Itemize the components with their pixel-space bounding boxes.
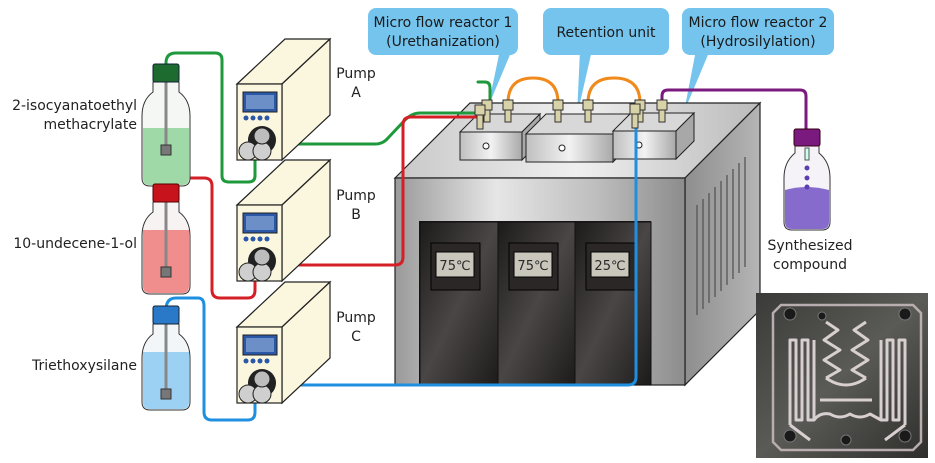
product-label-line1: Synthesized <box>767 238 852 254</box>
bottle-reagent-c <box>141 305 191 411</box>
bottle-product <box>783 128 831 231</box>
fittings <box>474 99 668 130</box>
cap <box>793 128 821 147</box>
reagent-b-label: 10-undecene-1-ol <box>13 236 137 252</box>
pump-a-label-line1: Pump <box>336 66 376 82</box>
temp-display <box>435 251 475 278</box>
temp-unit-3: 25℃ <box>574 221 652 386</box>
reagent-a-label-line1: 2-isocyanatoethyl <box>12 98 137 114</box>
callout-bubble <box>543 8 669 55</box>
transfer-tube-1 <box>506 76 560 105</box>
callout-pointer <box>577 50 592 116</box>
product-label-line2: compound <box>773 257 847 273</box>
callout-line2: (Urethanization) <box>386 34 500 50</box>
pump-c-label-line1: Pump <box>336 310 376 326</box>
bottle-reagent-a <box>141 63 191 187</box>
cap <box>152 183 180 203</box>
tube-green-outlet <box>273 111 480 146</box>
callout-bubble <box>368 8 518 55</box>
callout-reactor-1: Micro flow reactor 1 (Urethanization) <box>368 8 518 107</box>
reagent-c-label: Triethoxysilane <box>31 358 137 374</box>
tube-green-top <box>476 80 492 102</box>
pump-b-label-line1: Pump <box>336 188 376 204</box>
thermostatic-oven: 75℃ 75℃ 25℃ <box>393 101 762 387</box>
callout-pointer <box>684 50 710 112</box>
reagent-a-label-line2: methacrylate <box>43 117 137 133</box>
vent-grille <box>696 157 746 315</box>
callout-line1: Micro flow reactor 1 <box>374 15 513 31</box>
temp-display <box>590 251 630 278</box>
tube-red-outlet <box>273 115 486 267</box>
liquid <box>785 187 829 229</box>
cap <box>152 305 180 325</box>
callout-pointer <box>488 50 512 107</box>
temp-readout-2: 75℃ <box>517 259 548 274</box>
temp-readout-3: 25℃ <box>594 259 625 274</box>
callout-line2: (Hydrosilylation) <box>700 34 815 50</box>
pump-a-label-line2: A <box>351 85 361 101</box>
callout-retention-unit: Retention unit <box>543 8 669 116</box>
tube-blue-inlet <box>164 296 257 422</box>
callout-bubble <box>682 8 834 55</box>
temp-readout-1: 75℃ <box>439 259 470 274</box>
tube-purple-outlet <box>660 88 808 132</box>
pump-a <box>235 37 332 162</box>
tube-blue-outlet <box>273 108 638 387</box>
pump-b-label-line2: B <box>351 207 361 223</box>
callout-reactor-2: Micro flow reactor 2 (Hydrosilylation) <box>682 8 834 112</box>
callout-line1: Micro flow reactor 2 <box>689 15 828 31</box>
liquid <box>143 128 189 185</box>
tube-green-inlet <box>164 51 257 184</box>
temp-unit-1: 75℃ <box>419 221 499 386</box>
microreactor-chip-photo <box>756 293 928 458</box>
reactor-block-2 <box>611 111 696 161</box>
callout-line1: Retention unit <box>556 25 656 41</box>
transfer-tube-2 <box>586 76 642 105</box>
pump-b <box>235 158 332 283</box>
temp-display <box>513 251 553 278</box>
temp-unit-2: 75℃ <box>497 221 576 386</box>
cap <box>152 63 180 83</box>
pump-c-label-line2: C <box>351 329 361 345</box>
retention-block <box>524 112 635 164</box>
bottle-reagent-b <box>141 183 191 295</box>
pump-c <box>235 280 332 405</box>
